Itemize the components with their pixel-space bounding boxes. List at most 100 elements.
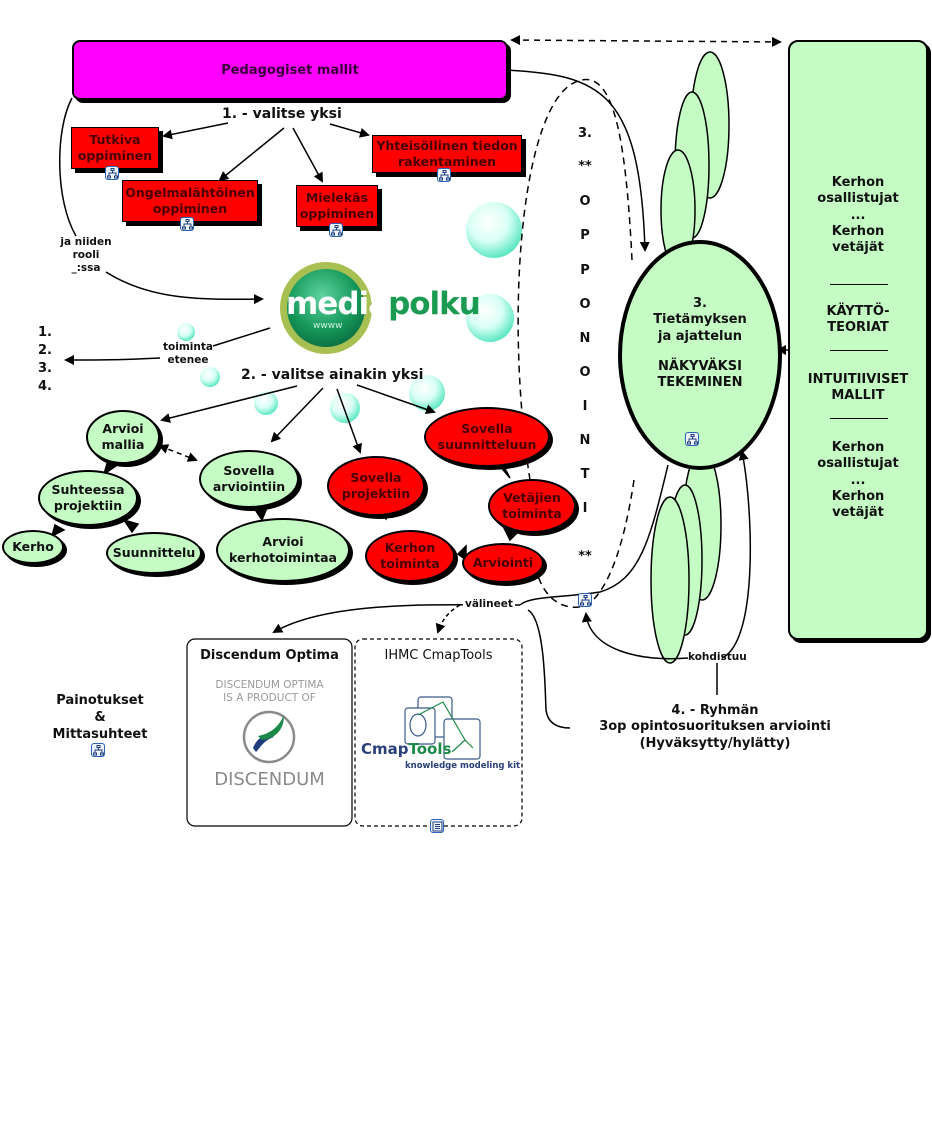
opponointi-letter: O [579, 194, 591, 209]
cmaptools-logo [404, 696, 481, 760]
role-l2: rooli [72, 249, 100, 262]
central-node-shape [618, 240, 782, 470]
tagline-l2: IS A PRODUCT OF [223, 691, 316, 704]
model-label-l2: oppiminen [152, 201, 228, 216]
model-tutkiva-oppiminen[interactable]: Tutkiva oppiminen [71, 127, 159, 169]
tools-link-label: välineet [463, 598, 515, 611]
panel-block-participants-2: Kerhon osallistujat ... Kerhon vetäjät [790, 440, 926, 521]
evaluation-node[interactable]: 4. - Ryhmän 3op opintosuorituksen arvioi… [580, 703, 850, 752]
mediapolku-part2: polku [388, 286, 481, 322]
cmap-part1: Cmap [361, 740, 409, 758]
node-label: Sovella [350, 470, 402, 486]
opponointi-letter: T [580, 467, 590, 482]
progress-l1: toiminta [163, 341, 213, 353]
node-label: mallia [101, 437, 145, 452]
role-l1: ja niiden [60, 236, 112, 248]
weights-l3: Mittasuhteet [52, 726, 148, 742]
list-item: 4. [38, 379, 52, 394]
model-mielekas-oppiminen[interactable]: Mielekäs oppiminen [296, 185, 378, 227]
central-l1: 3. [693, 296, 707, 311]
cmaptools-title[interactable]: IHMC CmapTools [384, 648, 493, 663]
panel-text: osallistujat [817, 191, 899, 207]
discendum-title[interactable]: Discendum Optima [200, 648, 339, 663]
panel-text: osallistujat [817, 456, 899, 472]
tagline-l1: DISCENDUM OPTIMA [215, 679, 324, 691]
node-label: Arvioi [262, 534, 304, 550]
central-lobes [650, 51, 730, 664]
mediapolku-logo [280, 262, 372, 354]
list-item: 1. [38, 325, 52, 340]
model-ongelmalahtoinen-oppiminen[interactable]: Ongelmalähtöinen oppiminen [122, 180, 258, 222]
central-l4: NÄKYVÄKSI [658, 358, 742, 374]
opponointi-letter: 3. [578, 126, 592, 141]
panel-text: Kerhon [831, 488, 885, 504]
list-item: 2. [38, 343, 52, 358]
node-label: suunnitteluun [437, 437, 537, 452]
model-label-l2: rakentaminen [398, 154, 496, 169]
node-kerho[interactable]: Kerho [2, 530, 64, 564]
bubble [200, 367, 220, 387]
pedagogiset-mallit-label: Pedagogiset mallit [221, 62, 359, 78]
divider [830, 350, 888, 351]
node-suunnittelu[interactable]: Suunnittelu [106, 532, 202, 574]
weights-l2: & [94, 709, 106, 725]
node-arviointi[interactable]: Arviointi [462, 543, 544, 583]
discendum-logo [242, 710, 296, 764]
numbered-list: 1. 2. 3. 4. [38, 324, 52, 396]
submap-icon[interactable] [437, 168, 451, 182]
resource-icon[interactable] [430, 819, 444, 833]
cmaptools-subtitle: knowledge modeling kit [405, 761, 521, 771]
panel-text: TEORIAT [827, 320, 889, 336]
node-label: arviointiin [212, 479, 286, 494]
node-label: Suunnittelu [112, 545, 196, 561]
panel-block-kayttoteoriat: KÄYTTÖ- TEORIAT [790, 304, 926, 337]
panel-block-intuitiiviset: INTUITIIVISET MALLIT [790, 372, 926, 405]
panel-text: vetäjät [832, 505, 884, 520]
node-label: Kerhon [384, 540, 436, 556]
evaluation-link-label: kohdistuu [688, 651, 747, 663]
submap-icon[interactable] [91, 743, 105, 757]
pedagogiset-mallit-box[interactable]: Pedagogiset mallit [72, 40, 508, 100]
discendum-brand: DISCENDUM [214, 769, 325, 790]
bubble [466, 294, 514, 342]
role-link-label: ja niiden rooli _:ssa [54, 236, 118, 275]
weights-l1: Painotukset [56, 693, 144, 708]
model-label-l2: oppiminen [299, 206, 375, 221]
mediapolku-part1: media [286, 286, 389, 322]
model-label-l1: Yhteisöllinen tiedon [376, 138, 518, 154]
model-label-l1: Tutkiva [89, 132, 141, 148]
panel-text: ... [850, 207, 866, 223]
submap-icon[interactable] [578, 593, 592, 607]
list-item: 3. [38, 361, 52, 376]
submap-icon[interactable] [329, 223, 343, 237]
central-l5: TEKEMINEN [657, 375, 743, 390]
node-label: Arvioi [102, 421, 144, 437]
right-panel[interactable]: Kerhon osallistujat ... Kerhon vetäjät K… [788, 40, 928, 640]
panel-block-participants: Kerhon osallistujat ... Kerhon vetäjät [790, 175, 926, 256]
model-label-l1: Ongelmalähtöinen [125, 185, 255, 201]
cmap-part2: Tools [408, 740, 452, 758]
submap-icon[interactable] [105, 166, 119, 180]
model-label-l1: Mielekäs [305, 190, 369, 206]
central-node[interactable]: 3. Tietämyksen ja ajattelun NÄKYVÄKSI TE… [630, 296, 770, 391]
weights-node[interactable]: Painotukset & Mittasuhteet [40, 693, 160, 744]
submap-icon[interactable] [180, 217, 194, 231]
node-label: toiminta [502, 506, 562, 521]
panel-text: vetäjät [832, 240, 884, 255]
decorative-bubbles [177, 202, 522, 423]
cmaptools-brand: CmapTools [361, 740, 451, 758]
panel-text: Kerhon [831, 440, 885, 455]
submap-icon[interactable] [685, 432, 699, 446]
bubble [177, 323, 195, 341]
step1-label: 1. - valitse yksi [222, 106, 342, 122]
node-label: Sovella [223, 463, 275, 479]
divider [830, 418, 888, 419]
